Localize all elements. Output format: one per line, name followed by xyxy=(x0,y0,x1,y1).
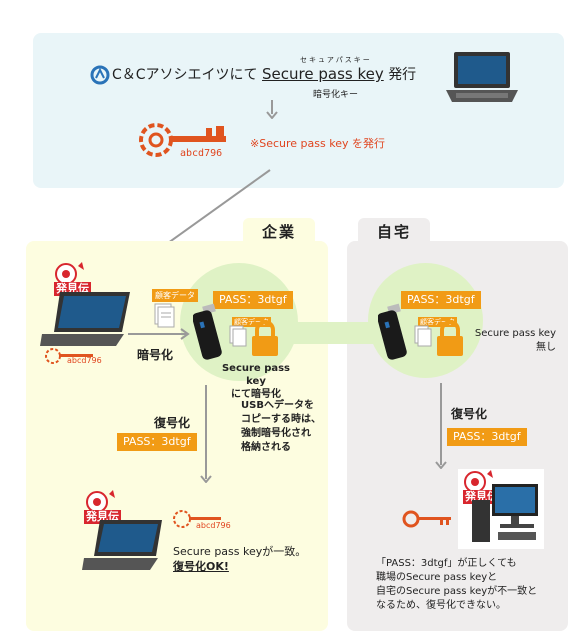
usb-note: USBへデータを コピーする時は、 強制暗号化され 格納される xyxy=(241,399,331,455)
home-decrypt-label: 復号化 xyxy=(451,407,488,421)
padlock-icon xyxy=(437,320,463,356)
corp-decrypt-label: 復号化 xyxy=(154,416,191,430)
home-usb-file-label: 顧客データ xyxy=(418,317,457,327)
corp-usb-file-label: 顧客データ xyxy=(232,317,271,327)
home-usb-pass-badge: PASS：3dtgf xyxy=(401,291,481,309)
padlock-icon xyxy=(252,320,278,356)
spk-term: Secure pass key xyxy=(262,65,384,83)
company-name: C＆Cアソシエイツにて xyxy=(112,67,258,83)
laptop-icon xyxy=(40,292,130,346)
usb-note-line-4: 格納される xyxy=(241,442,291,453)
key-icon xyxy=(402,510,451,528)
document-icon xyxy=(414,325,432,347)
match-text-line-2: 復号化OK! xyxy=(173,560,229,573)
company-logo-icon xyxy=(90,65,110,85)
laptop-icon xyxy=(446,52,518,102)
corporate-tab: 企業 xyxy=(243,218,315,244)
usb-caption-line-2: にて暗号化 xyxy=(231,389,281,400)
home-tab: 自宅 xyxy=(358,218,430,244)
top-key-note: ※Secure pass key を発行 xyxy=(250,137,385,150)
fail-line-3: 自宅のSecure pass keyが不一致と xyxy=(376,586,538,597)
top-key-code: abcd796 xyxy=(180,148,223,159)
key-icon xyxy=(45,348,93,364)
usb-caption-line-1: Secure pass key xyxy=(221,363,291,387)
arrow-down-icon xyxy=(200,475,212,483)
fail-line-2: 職場のSecure pass keyと xyxy=(376,572,498,583)
usb-caption: Secure pass key にて暗号化 xyxy=(218,362,294,401)
document-icon xyxy=(229,325,247,347)
usb-drive-icon xyxy=(193,303,222,360)
fail-line-4: なるため、復号化できない。 xyxy=(376,600,506,611)
no-key-line-2: 無し xyxy=(536,342,556,353)
usb-note-line-1: USBへデータを xyxy=(241,400,314,411)
corp-bottom-key-code: abcd796 xyxy=(196,521,231,530)
no-key-line-1: Secure pass key xyxy=(474,328,556,339)
spk-ruby: セキュアパスキー xyxy=(300,56,372,64)
fail-note: 「PASS：3dtgf」が正しくても 職場のSecure pass keyと 自… xyxy=(376,557,537,613)
key-icon xyxy=(139,123,226,157)
arrow-down-icon xyxy=(266,111,278,119)
stamp-icon xyxy=(464,470,493,493)
match-text-line-1: Secure pass keyが一致。 xyxy=(173,545,307,558)
key-icon xyxy=(173,510,221,528)
usb-drive-icon xyxy=(378,303,407,360)
usb-note-line-2: コピーする時は、 xyxy=(241,414,321,425)
corp-key-code: abcd796 xyxy=(67,356,102,365)
link-bar xyxy=(280,322,390,344)
corp-file-label: 顧客データ xyxy=(152,289,198,302)
desktop-pc-icon xyxy=(472,484,538,542)
issue-label: 発行 xyxy=(388,67,417,83)
document-icon xyxy=(154,303,175,328)
home-decrypt-pass-badge: PASS：3dtgf xyxy=(447,428,527,446)
arrow-down-icon xyxy=(435,461,447,469)
top-title: C＆Cアソシエイツにて Secure pass key 発行 xyxy=(112,65,416,84)
stamp-icon xyxy=(55,262,84,285)
top-subtitle: 暗号化キー xyxy=(313,90,359,100)
corp-usb-pass-badge: PASS：3dtgf xyxy=(213,291,293,309)
encrypt-label: 暗号化 xyxy=(137,348,174,362)
laptop-icon xyxy=(82,520,162,570)
no-key-note: Secure pass key 無し xyxy=(470,327,556,355)
arrow-right-icon xyxy=(180,328,190,340)
usb-note-line-3: 強制暗号化され xyxy=(241,428,311,439)
corp-decrypt-pass-badge: PASS：3dtgf xyxy=(117,433,197,451)
fail-line-1: 「PASS：3dtgf」が正しくても xyxy=(376,558,517,569)
match-text: Secure pass keyが一致。 復号化OK! xyxy=(173,544,306,574)
